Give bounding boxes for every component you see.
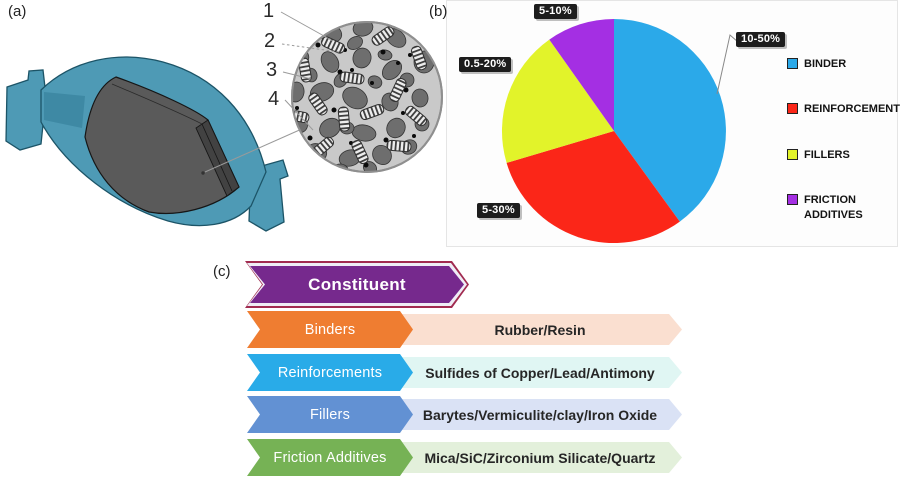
legend-swatch-friction-additives bbox=[787, 194, 798, 205]
pie-range-label-friction-additives: 5-10% bbox=[534, 4, 577, 19]
pie-legend: BINDER REINFORCEMENT FILLERS FRICTION AD… bbox=[787, 1, 900, 248]
callout-leader-lines bbox=[280, 11, 340, 131]
microstructure-inset bbox=[291, 21, 443, 173]
materials-text-friction-additives: Mica/SiC/Zirconium Silicate/Quartz bbox=[424, 449, 656, 466]
legend-label-friction-additives: FRICTION ADDITIVES bbox=[804, 194, 863, 222]
legend-item-friction-additives: FRICTION ADDITIVES bbox=[787, 193, 890, 224]
materials-arrow-reinforcements: Sulfides of Copper/Lead/Antimony bbox=[398, 357, 682, 388]
pie-range-label-fillers: 0.5-20% bbox=[459, 57, 512, 72]
legend-item-reinforcement: REINFORCEMENT bbox=[787, 102, 900, 117]
constituent-header-text: Constituent bbox=[308, 274, 406, 294]
legend-label-fillers: FILLERS bbox=[804, 149, 850, 161]
pie-range-label-binder: 10-50% bbox=[736, 32, 786, 47]
magnifier-link-line bbox=[204, 127, 305, 173]
panel-a-label: (a) bbox=[8, 3, 27, 20]
materials-text-binders: Rubber/Resin bbox=[494, 321, 586, 338]
category-arrow-friction-additives: Friction Additives bbox=[247, 439, 413, 476]
materials-arrow-binders: Rubber/Resin bbox=[398, 314, 682, 345]
callout-number-2: 2 bbox=[264, 30, 276, 52]
category-label-fillers: Fillers bbox=[309, 406, 351, 423]
legend-swatch-reinforcement bbox=[787, 103, 798, 114]
friction-block bbox=[84, 76, 240, 215]
category-label-friction-additives: Friction Additives bbox=[273, 449, 387, 466]
materials-text-reinforcements: Sulfides of Copper/Lead/Antimony bbox=[425, 364, 655, 381]
legend-label-reinforcement: REINFORCEMENT bbox=[804, 103, 900, 115]
fiber-particles bbox=[292, 26, 428, 165]
constituent-header-banner: Constituent bbox=[245, 261, 469, 308]
materials-text-fillers: Barytes/Vermiculite/clay/Iron Oxide bbox=[422, 406, 658, 423]
sample-point-dot bbox=[201, 171, 205, 175]
pie-chart-panel: 5-10% 0.5-20% 5-30% 10-50% BINDER REINFO… bbox=[446, 0, 900, 248]
category-label-binders: Binders bbox=[304, 321, 356, 338]
constituent-header-banner-fill: Constituent bbox=[250, 266, 464, 303]
materials-arrow-fillers: Barytes/Vermiculite/clay/Iron Oxide bbox=[398, 399, 682, 430]
callout-number-3: 3 bbox=[266, 59, 278, 81]
callout-number-1: 1 bbox=[263, 0, 275, 22]
category-label-reinforcements: Reinforcements bbox=[277, 364, 383, 381]
pie-slice-reinforcement bbox=[506, 131, 680, 243]
legend-swatch-fillers bbox=[787, 149, 798, 160]
panel-b-label: (b) bbox=[429, 3, 448, 20]
category-arrow-binders: Binders bbox=[247, 311, 413, 348]
legend-item-fillers: FILLERS bbox=[787, 148, 890, 163]
pie-slice-binder bbox=[614, 19, 726, 222]
constituent-header-banner-border: Constituent bbox=[247, 263, 467, 306]
pie-slice-fillers bbox=[501, 39, 614, 163]
panel-c-label: (c) bbox=[213, 263, 231, 280]
callout-number-4: 4 bbox=[268, 88, 280, 110]
legend-swatch-binder bbox=[787, 58, 798, 69]
category-arrow-fillers: Fillers bbox=[247, 396, 413, 433]
pie-range-label-reinforcement: 5-30% bbox=[477, 203, 520, 218]
legend-item-binder: BINDER bbox=[787, 57, 890, 72]
legend-label-binder: BINDER bbox=[804, 58, 847, 70]
category-arrow-reinforcements: Reinforcements bbox=[247, 354, 413, 391]
brake-pad-illustration bbox=[5, 11, 443, 232]
pie-chart bbox=[501, 19, 726, 243]
pie-slice-friction-additives bbox=[549, 19, 614, 131]
materials-arrow-friction-additives: Mica/SiC/Zirconium Silicate/Quartz bbox=[398, 442, 682, 473]
